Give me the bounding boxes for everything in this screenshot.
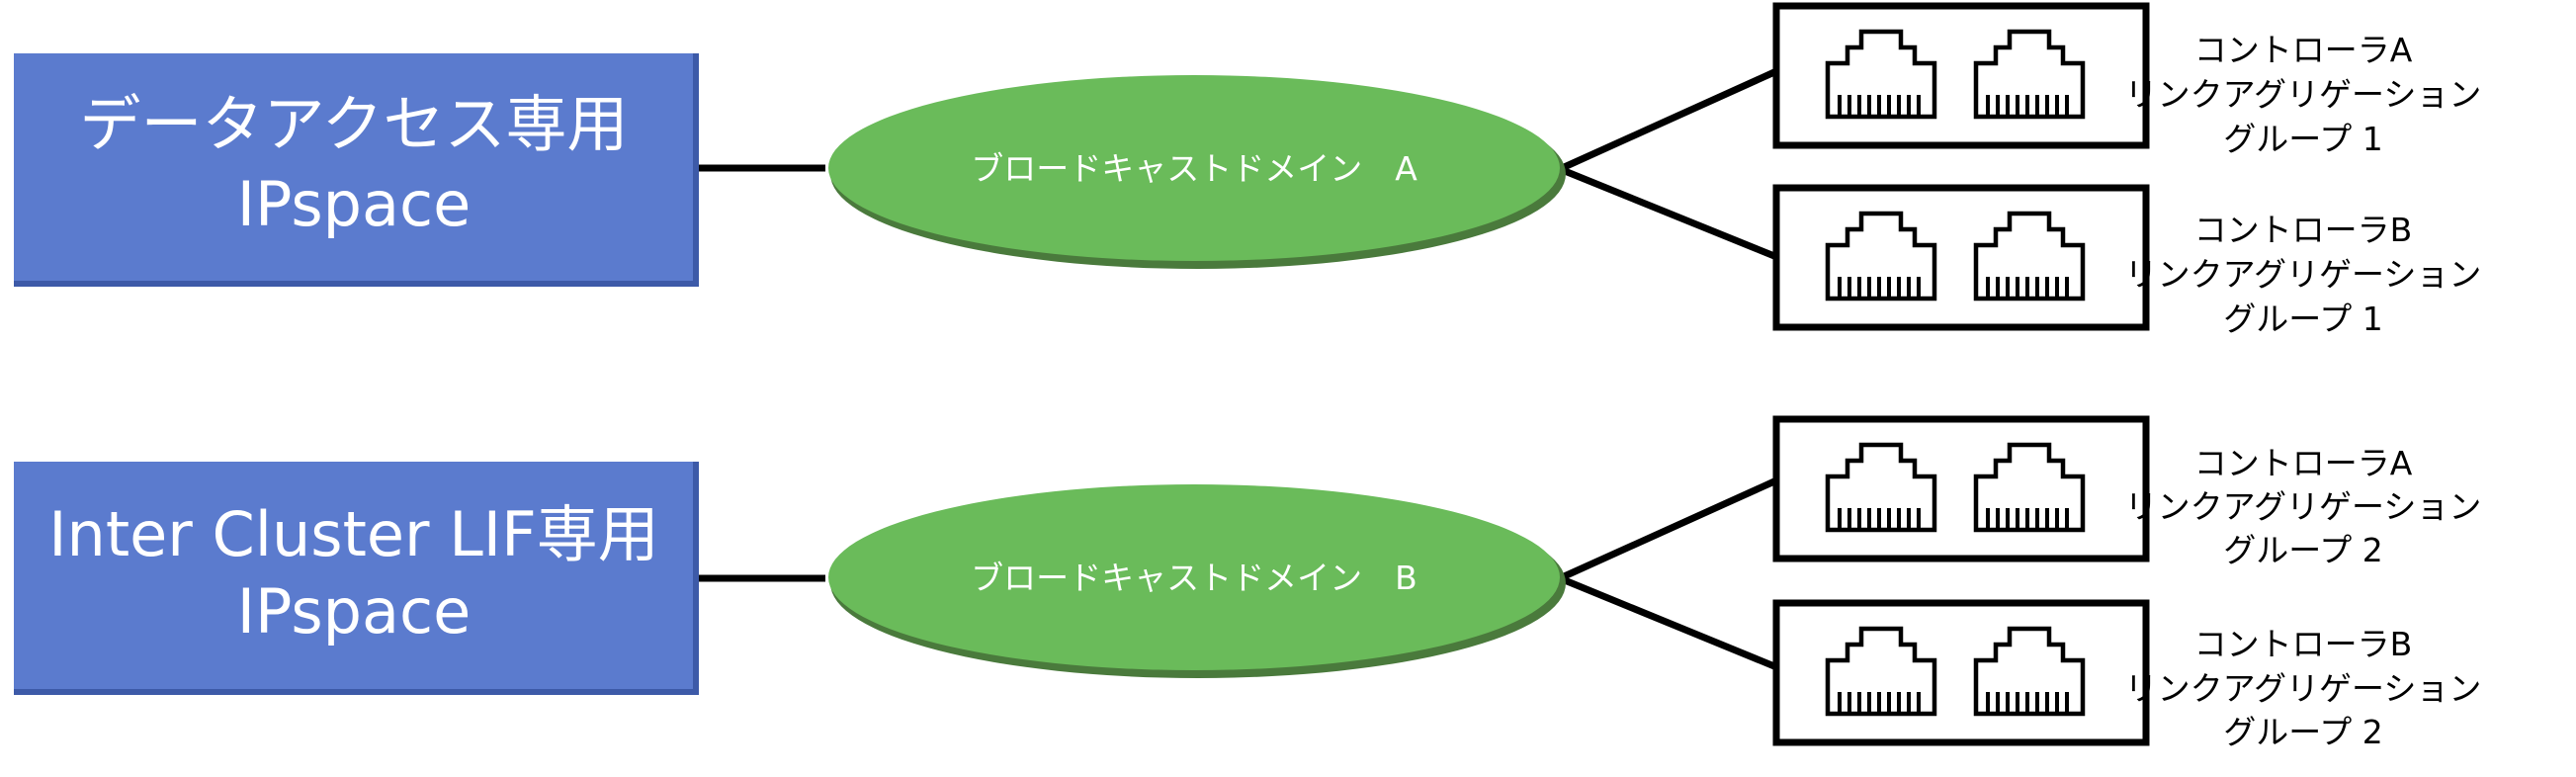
port-box-controller-b (1772, 599, 2150, 746)
broadcast-domain-a: ブロードキャストドメイン A (828, 75, 1566, 269)
domain-to-port-b2-line (1558, 574, 1776, 670)
group-label: グループ 1 (2223, 300, 2383, 338)
port-label-controller-b: コントローラB リンクアグリゲーション グループ 1 (2125, 211, 2482, 338)
link-aggregation-label: リンクアグリゲーション (2125, 669, 2482, 708)
domain-to-port-b1-line (1558, 477, 1776, 582)
controller-label: コントローラA (2194, 31, 2413, 69)
ipspace-title: データアクセス専用 (80, 88, 629, 160)
port-label-controller-b: コントローラB リンクアグリゲーション グループ 2 (2125, 625, 2482, 751)
port-box-controller-b (1772, 184, 2150, 331)
domain-to-port-a2-line (1558, 165, 1776, 260)
port-label-controller-a: コントローラA リンクアグリゲーション グループ 1 (2125, 31, 2482, 158)
broadcast-domain-label: ブロードキャストドメイン A (971, 149, 1417, 188)
ipspace-subtitle: IPspace (237, 575, 471, 648)
link-aggregation-label: リンクアグリゲーション (2125, 75, 2482, 114)
ipspace-title: Inter Cluster LIF専用 (48, 498, 659, 570)
port-label-controller-a: コントローラA リンクアグリゲーション グループ 2 (2125, 444, 2482, 569)
group-label: グループ 2 (2223, 531, 2383, 569)
broadcast-domain-label: ブロードキャストドメイン B (971, 559, 1417, 597)
port-box-controller-a (1772, 2, 2150, 149)
ipspace-box-inter-cluster: Inter Cluster LIF専用 IPspace (14, 462, 699, 695)
link-aggregation-label: リンクアグリゲーション (2125, 255, 2482, 294)
controller-label: コントローラB (2194, 625, 2413, 663)
group-label: グループ 1 (2223, 120, 2383, 158)
link-aggregation-label: リンクアグリゲーション (2125, 487, 2482, 526)
group-label: グループ 2 (2223, 713, 2383, 751)
domain-to-port-a1-line (1558, 68, 1776, 173)
group-b: Inter Cluster LIF専用 IPspace ブロードキャストドメイン… (14, 415, 2482, 751)
port-box-controller-a (1772, 415, 2150, 562)
ipspace-subtitle: IPspace (237, 168, 471, 240)
broadcast-domain-b: ブロードキャストドメイン B (828, 484, 1566, 678)
controller-label: コントローラB (2194, 211, 2413, 249)
controller-label: コントローラA (2194, 444, 2413, 482)
ipspace-box-data-access: データアクセス専用 IPspace (14, 53, 699, 287)
group-a: データアクセス専用 IPspace ブロードキャストドメイン A コントローラA… (14, 2, 2482, 338)
